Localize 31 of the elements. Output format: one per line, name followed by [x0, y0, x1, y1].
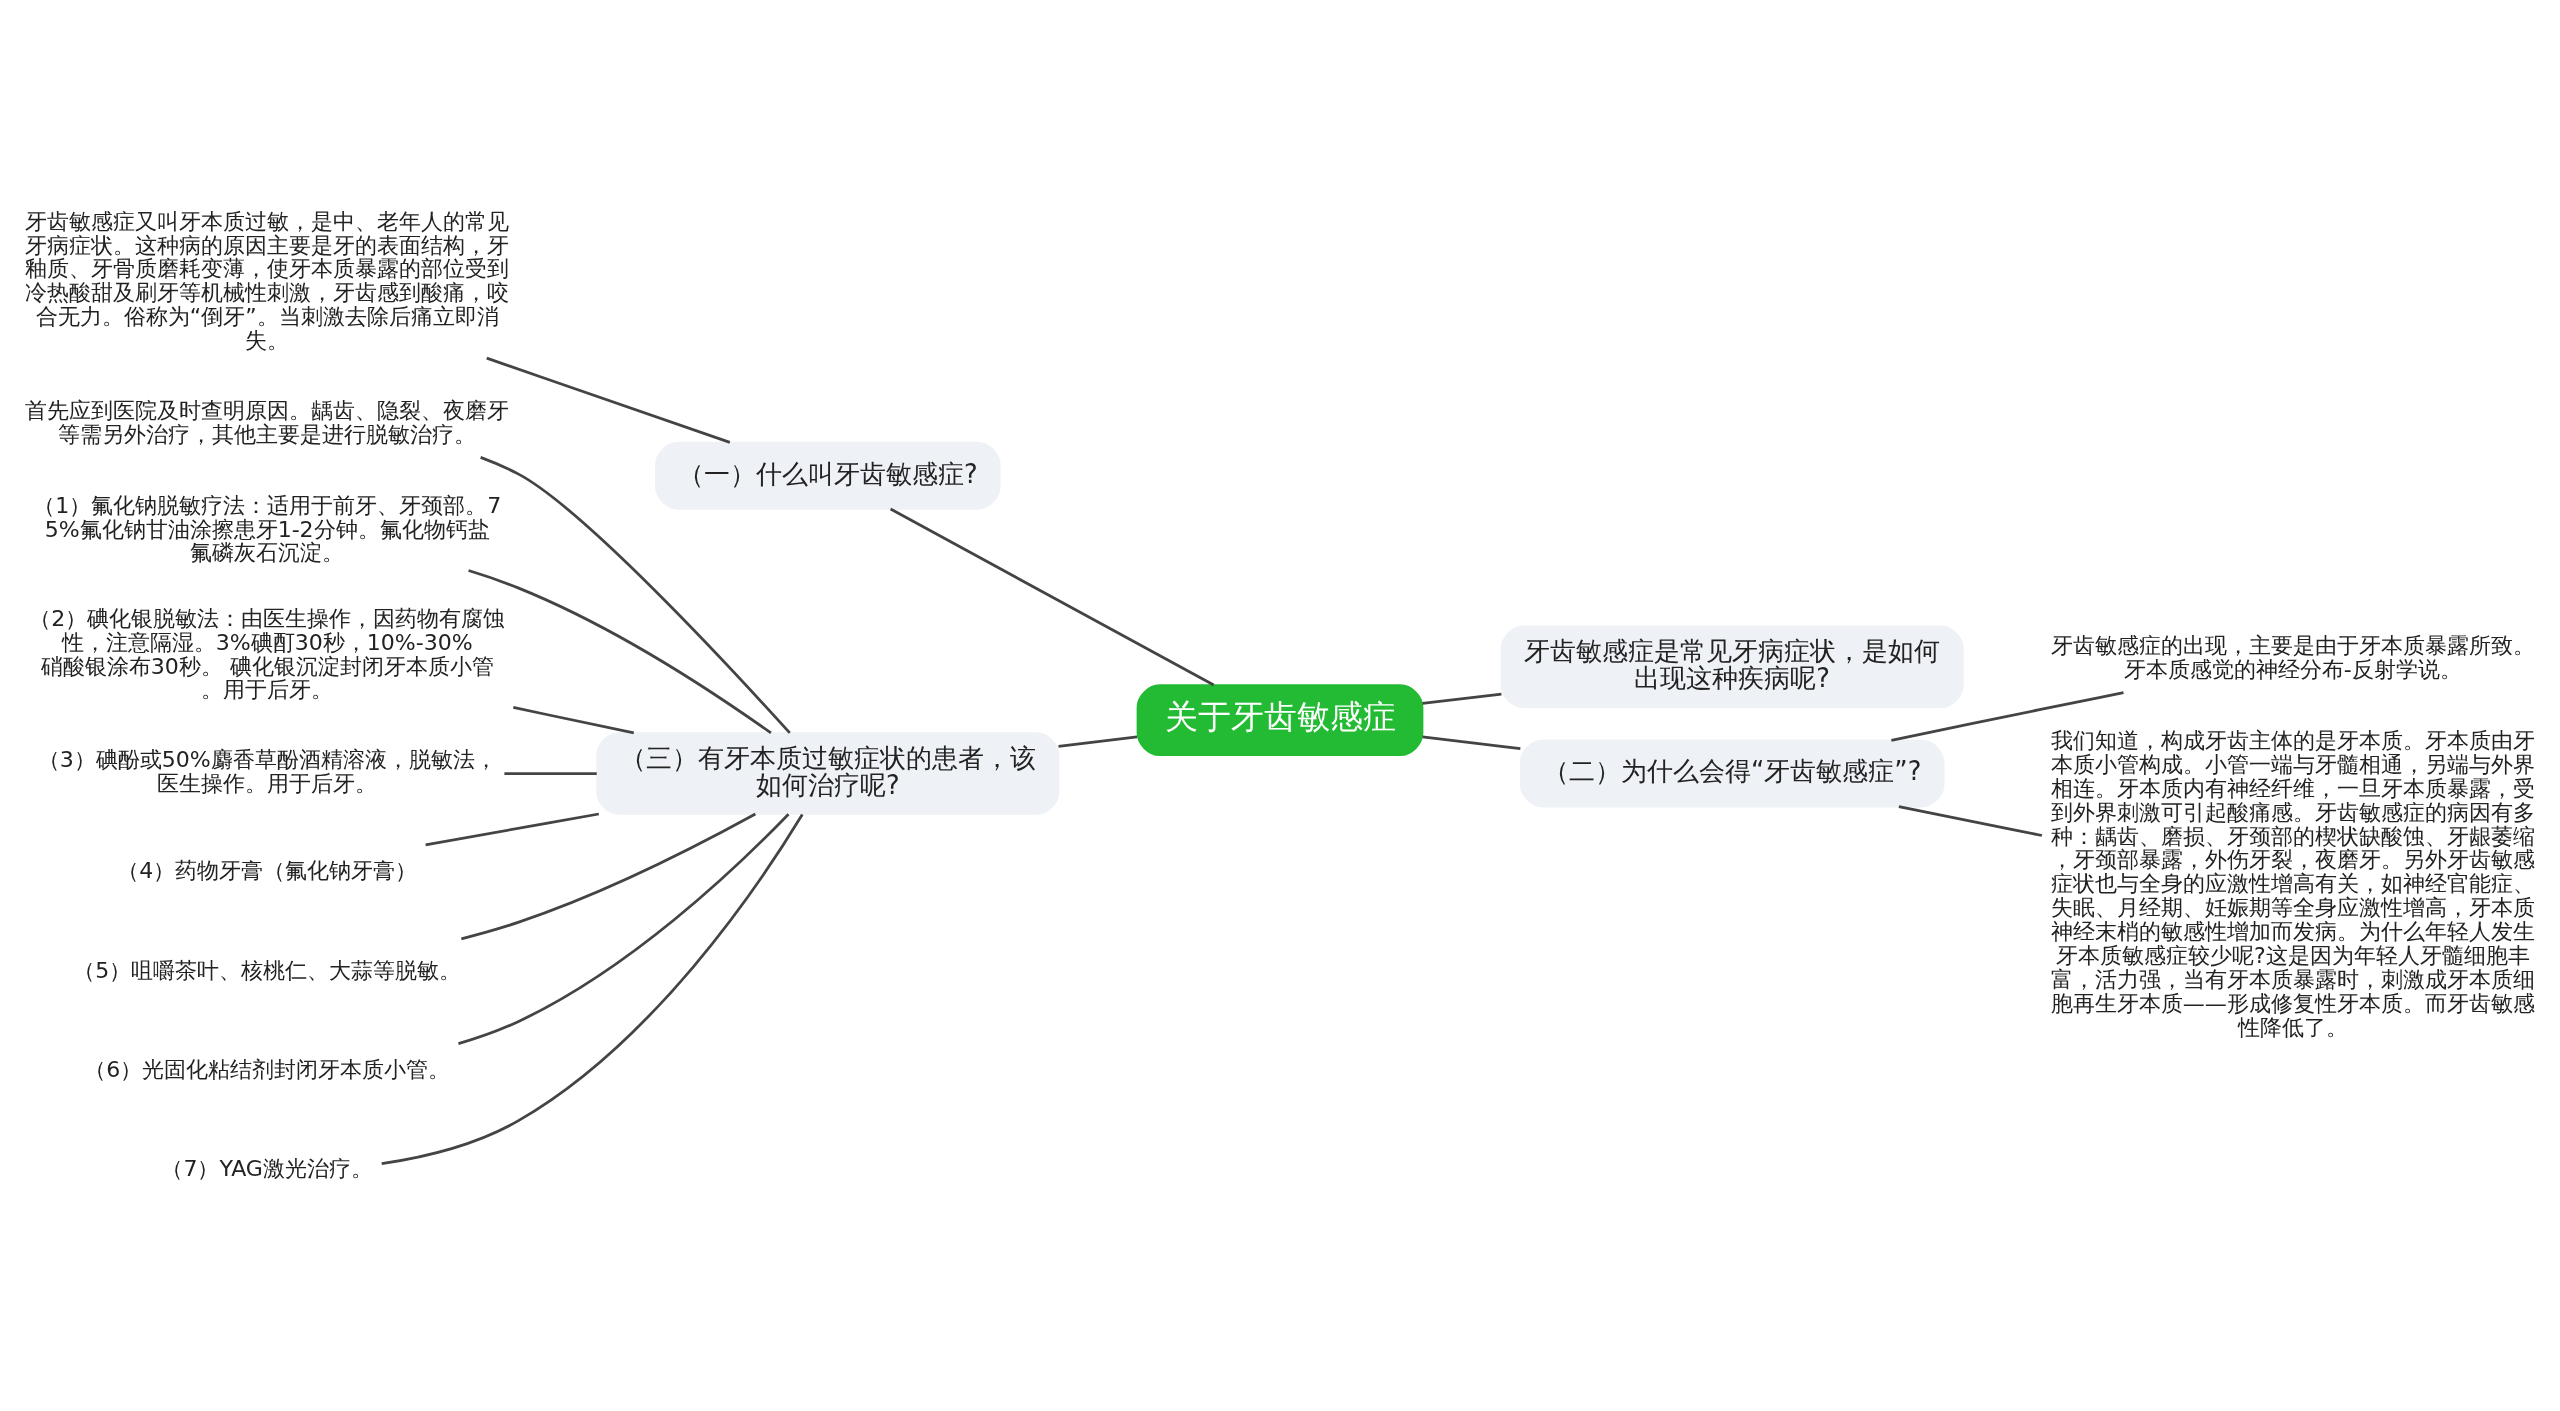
connector	[461, 812, 756, 941]
connector	[504, 772, 597, 775]
connector	[1891, 691, 2124, 742]
node-box: 关于牙齿敏感症	[1136, 684, 1424, 757]
connector	[1898, 805, 2043, 837]
node-box: （二）为什么会得“牙齿敏感症”?	[1519, 739, 1945, 808]
connector	[513, 706, 635, 735]
node-box: （一）什么叫牙齿敏感症?	[655, 441, 1001, 510]
node-text: （7）YAG激光治疗。	[161, 1156, 373, 1182]
connector	[458, 813, 790, 1045]
node-box: （三）有牙本质过敏症状的患者，该如何治疗呢?	[596, 732, 1060, 815]
connector	[381, 813, 804, 1165]
node-text: （4）药物牙膏（氟化钠牙膏）	[117, 858, 418, 884]
node-text: （6）光固化粘结剂封闭牙本质小管。	[84, 1057, 451, 1082]
node-text: （5）咀嚼茶叶、核桃仁、大蒜等脱敏。	[73, 957, 462, 983]
node-text: （2）碘化银脱敏法：由医生操作，因药物有腐蚀性，注意隔湿。3%碘酊30秒，10%-30%硝酸银涂布30秒。 碘化银沉淀封闭牙本质小管。用于后牙。	[29, 605, 506, 703]
node-text: （1）氟化钠脱敏疗法：适用于前牙、牙颈部。75%氟化钠甘油涂擦患牙1-2分钟。氟化物钙盐氟磷灰石沉淀。	[33, 492, 502, 566]
node-text: 我们知道，构成牙齿主体的是牙本质。牙本质由牙本质小管构成。小管一端与牙髓相通，另端与外界相连。牙本质内有神经纤维，一旦牙本质暴露，受到外界刺激可引起酸痛感。牙齿敏感症的病因有多种：龋齿、磨损、牙颈部的楔状缺酸蚀、牙龈萎缩，牙颈部暴露，外伤牙裂，夜磨牙。另外牙齿敏感症状也与全身的应激性增高有关，如神经官能症、失眠、月经期、妊娠期等全身应激性增高，牙本质神经末梢的敏感性增加而发病。为什么年轻人发生牙本质敏感症较少呢?这是因为年轻人牙髓细胞丰富，活力强，当有牙本质暴露时，刺激成牙本质细胞再生牙本质——形成修复性牙本质。而牙齿敏感性降低了。	[2050, 727, 2535, 1040]
connector	[1058, 735, 1138, 748]
connector	[1422, 735, 1521, 750]
connector	[889, 507, 1215, 687]
node-text: 牙齿敏感症的出现，主要是由于牙本质暴露所致。牙本质感觉的神经分布-反射学说。	[2050, 633, 2535, 683]
node-box: 牙齿敏感症是常见牙病症状，是如何出现这种疾病呢?	[1500, 625, 1964, 709]
node-text: 首先应到医院及时查明原因。龋齿、隐裂、夜磨牙等需另外治疗，其他主要是进行脱敏治疗。	[25, 398, 510, 447]
connector	[480, 456, 791, 734]
node-text: 牙齿敏感症又叫牙本质过敏，是中、老年人的常见牙病症状。这种病的原因主要是牙的表面结构，牙釉质、牙骨质磨耗变薄，使牙本质暴露的部位受到冷热酸甜及刷牙等机械性刺激，牙齿感到酸痛，咬合无力。俗称为“倒牙”。当刺激去除后痛立即消失。	[25, 208, 510, 354]
node-text: （3）碘酚或50%麝香草酚酒精溶液，脱敏法，医生操作。用于后牙。	[37, 747, 497, 797]
connector	[1422, 692, 1502, 705]
connector	[468, 569, 772, 735]
connector	[425, 812, 600, 847]
connector	[486, 356, 731, 444]
